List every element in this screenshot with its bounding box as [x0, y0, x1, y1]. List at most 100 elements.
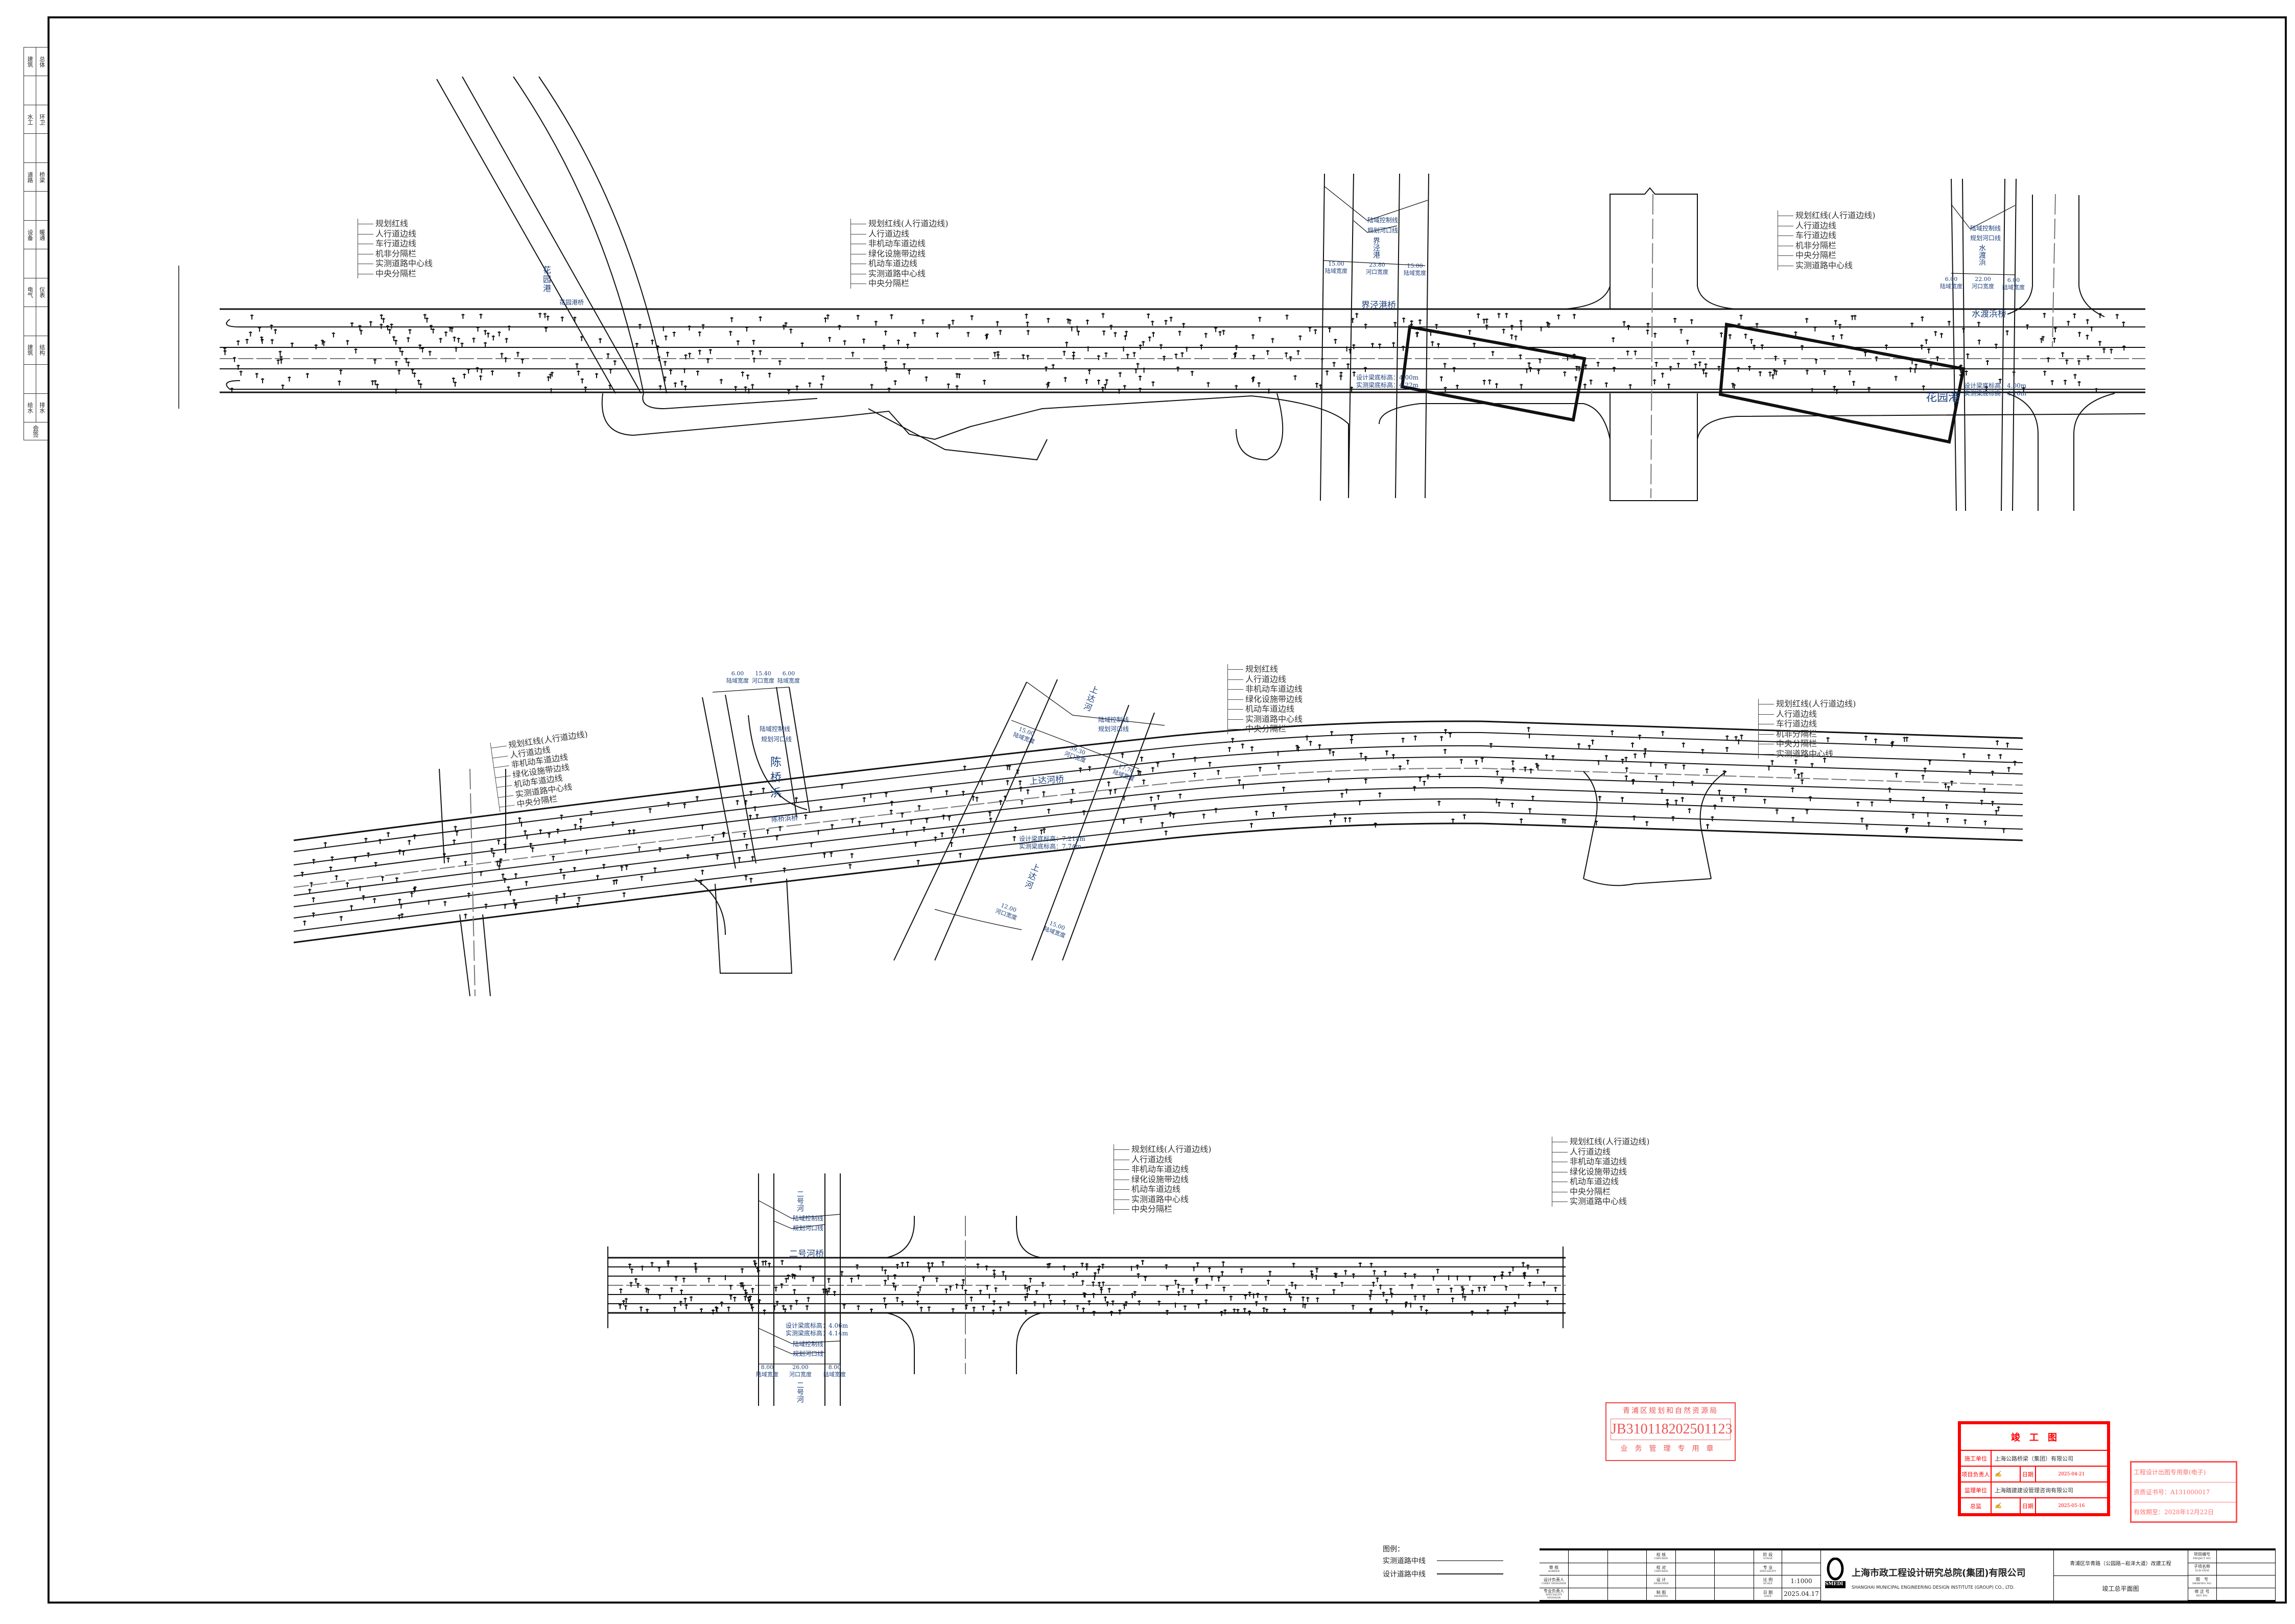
survey-mark [764, 1260, 767, 1266]
survey-mark [1156, 762, 1160, 767]
survey-mark [579, 826, 582, 831]
survey-mark [1797, 773, 1801, 779]
survey-mark [619, 1304, 622, 1309]
survey-mark [1634, 350, 1637, 356]
survey-mark [1793, 768, 1796, 774]
survey-mark [884, 792, 888, 797]
survey-mark [993, 351, 997, 357]
survey-mark [1409, 1302, 1412, 1308]
survey-mark [1192, 1266, 1196, 1272]
survey-mark [1258, 316, 1262, 322]
survey-mark [1025, 313, 1028, 319]
discipline-label: 排水 [38, 402, 45, 414]
survey-mark [380, 314, 383, 320]
survey-mark [1737, 323, 1741, 328]
survey-mark [1920, 344, 1924, 350]
survey-mark [1462, 814, 1466, 819]
drawing-frame [48, 16, 2287, 1604]
survey-mark [421, 347, 424, 353]
survey-mark [1477, 1286, 1481, 1292]
survey-mark [1860, 817, 1864, 823]
survey-mark [373, 359, 377, 364]
survey-mark [1290, 1281, 1294, 1287]
survey-mark [1584, 364, 1588, 370]
survey-mark [387, 832, 390, 837]
countersign-row: 水工环卫 [24, 105, 48, 134]
survey-mark [1563, 371, 1567, 376]
survey-mark [1546, 321, 1549, 327]
survey-mark [1705, 768, 1709, 773]
annotation-group-bot-right: 规划红线(人行道边线)人行道边线非机动车道边线绿化设施带边线机动车道边线中央分隔… [1552, 1137, 1650, 1207]
seal-cert: 资质证书号：A131000017 [2132, 1482, 2236, 1502]
survey-mark [948, 815, 951, 821]
survey-mark [1864, 735, 1867, 741]
survey-mark [1190, 1289, 1194, 1295]
annotation-label: 绿化设施带边线 [1552, 1167, 1650, 1177]
survey-mark [1557, 314, 1560, 320]
survey-mark [501, 873, 505, 879]
annotation-label: 规划红线(人行道边线) [851, 219, 949, 229]
survey-mark [1646, 329, 1649, 335]
survey-mark [1333, 1273, 1337, 1278]
annotation-label: 人行道边线 [358, 229, 433, 239]
survey-mark [1292, 1262, 1295, 1268]
chief-signature: ✍ [1991, 1497, 2021, 1514]
survey-mark [1122, 346, 1125, 352]
survey-mark [230, 387, 234, 393]
survey-mark [549, 373, 552, 379]
survey-mark [444, 331, 448, 337]
survey-mark [1049, 1300, 1052, 1305]
survey-mark [1271, 812, 1275, 817]
survey-mark [2043, 313, 2046, 318]
signoff-value [1569, 1588, 1608, 1601]
annotation-group-mid-left: 规划红线(人行道边线)人行道边线非机动车道边线绿化设施带边线机动车道边线实测道路… [490, 729, 597, 812]
survey-mark [1039, 829, 1043, 835]
survey-mark [1475, 760, 1478, 765]
discipline-label: 设备 [24, 220, 36, 249]
survey-mark [329, 866, 333, 872]
survey-mark [1737, 739, 1740, 745]
survey-mark [1921, 774, 1925, 780]
survey-mark [1172, 752, 1175, 758]
legend-label: 实测道路中线 [1383, 1557, 1426, 1565]
survey-mark [408, 328, 412, 334]
survey-mark [674, 1276, 678, 1281]
survey-mark [1863, 351, 1867, 357]
survey-mark [1309, 740, 1312, 746]
survey-mark [1102, 330, 1106, 336]
survey-mark [2090, 326, 2093, 332]
survey-mark [1775, 809, 1779, 814]
survey-mark [504, 357, 508, 363]
survey-mark [497, 839, 501, 845]
survey-mark [1063, 376, 1067, 382]
survey-mark [1103, 1296, 1107, 1302]
survey-mark [2077, 381, 2081, 387]
survey-mark [961, 1284, 964, 1290]
survey-mark [1097, 355, 1100, 361]
survey-mark [901, 1262, 904, 1267]
survey-mark [346, 340, 349, 345]
survey-mark [1415, 332, 1419, 338]
survey-mark [1142, 779, 1146, 785]
annotation-label: 机非分隔栏 [1759, 729, 1856, 739]
annotation-label: 非机动车道边线 [1552, 1157, 1650, 1167]
survey-mark [1852, 381, 1856, 386]
survey-mark [500, 352, 504, 358]
survey-mark [428, 350, 432, 356]
discipline-label: 暖通 [38, 229, 45, 241]
survey-mark [278, 350, 282, 356]
survey-mark [886, 1275, 890, 1280]
annotation-label: 中央分隔栏 [1778, 250, 1876, 261]
survey-mark [838, 324, 841, 330]
survey-mark [1024, 1309, 1028, 1315]
survey-mark [1183, 1305, 1187, 1310]
survey-mark [394, 388, 398, 394]
survey-mark [1519, 354, 1522, 360]
survey-mark [2115, 314, 2119, 319]
survey-mark [476, 367, 479, 372]
survey-mark [1497, 313, 1501, 318]
survey-mark [1255, 1301, 1258, 1306]
survey-mark [321, 339, 324, 345]
